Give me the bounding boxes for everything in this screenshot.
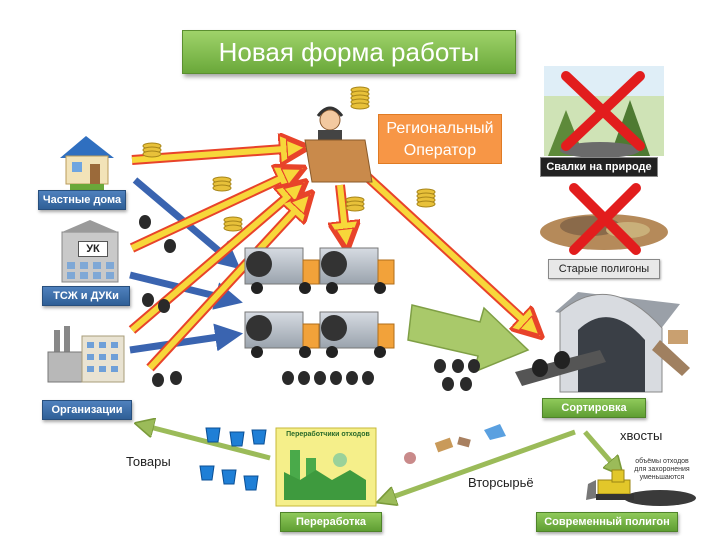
landfill-note: объёмы отходов для захоронения уменьшают… — [634, 458, 690, 481]
recycling-plant-icon — [275, 427, 377, 507]
uk-sign: УК — [78, 241, 108, 257]
factory-icon — [47, 326, 125, 383]
old-landfill-image — [540, 183, 668, 255]
green-flow-arrows — [142, 425, 618, 500]
modern-landfill-label: Современный полигон — [536, 512, 678, 532]
house-icon — [60, 136, 114, 190]
sorting-label: Сортировка — [542, 398, 646, 418]
garbage-bag-icons — [139, 215, 480, 391]
coin-stack-icons — [142, 86, 436, 232]
operator-line-2: Оператор — [403, 142, 477, 159]
hoa-label: ТСЖ и ДУКи — [42, 286, 130, 306]
goods-text: Товары — [126, 454, 171, 469]
tails-text: хвосты — [620, 428, 663, 443]
sorting-facility-icon — [515, 292, 690, 393]
old-landfills-label: Старые полигоны — [548, 259, 660, 279]
nature-dumps-label: Свалки на природе — [540, 157, 658, 177]
operator-icon — [304, 106, 373, 183]
private-houses-label: Частные дома — [38, 190, 126, 210]
garbage-truck-icons — [244, 247, 395, 358]
processing-label: Переработка — [280, 512, 382, 532]
operator-line-1: Региональный — [386, 120, 494, 137]
nature-dump-image — [544, 66, 664, 158]
apartment-icon — [61, 220, 119, 283]
recyclables-text: Вторсырьё — [468, 475, 534, 490]
recyclers-sign: Переработчики отходов — [286, 431, 370, 438]
green-arrow-to-sorting — [407, 304, 530, 374]
bulldozer-icon — [586, 469, 696, 506]
water-bottle-icons — [199, 427, 267, 491]
regional-operator-box: Региональный Оператор — [378, 114, 502, 164]
page-title: Новая форма работы — [182, 30, 516, 74]
recyclable-material-icons — [404, 424, 506, 464]
organizations-label: Организации — [42, 400, 132, 420]
